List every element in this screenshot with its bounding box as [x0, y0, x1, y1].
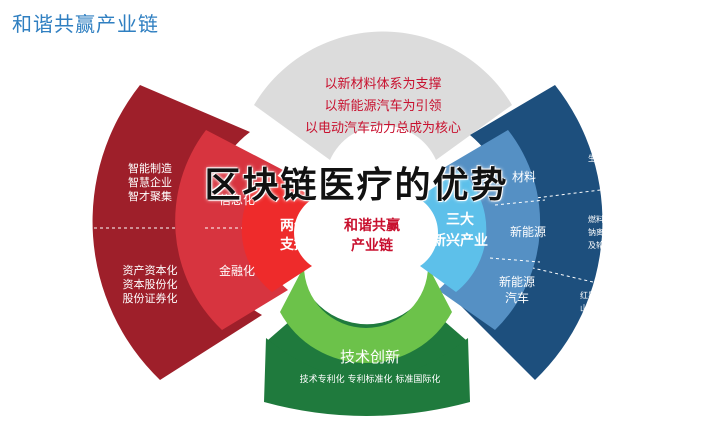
center-line-2: 产业链 — [351, 237, 394, 254]
bottom-core-sector — [280, 266, 452, 364]
overlay-title: 区块链医疗的优势 — [204, 165, 509, 206]
right-outer-divider-lower — [519, 264, 671, 301]
right-outer-top-6: 生物医药材料 — [588, 153, 636, 163]
right-outer-top-3: 新型功能材料 — [588, 114, 636, 124]
left-outer-upper-3: 智才聚集 — [128, 189, 172, 203]
top-line-2: 以新能源汽车为引领 — [324, 98, 441, 114]
right-outer-top-2: 电子信息材料 — [588, 101, 636, 111]
bottom-outer-sector-arc — [264, 338, 470, 416]
bottom-outer-subtitle: 技术专利化 专利标准化 标准国际化 — [300, 373, 441, 385]
top-outer-sector — [254, 31, 512, 161]
right-outer-bottom-1: 红星汽车 — [580, 290, 612, 300]
center-circle — [310, 176, 422, 288]
right-outer-top-5: 前沿新材料 — [592, 140, 632, 150]
left-inner-upper: 信息化 — [219, 192, 255, 207]
right-outer-top-1: 新能源材料 — [592, 88, 632, 98]
left-core-sector — [241, 170, 314, 292]
left-outer-lower-2: 资本股份化 — [123, 277, 178, 291]
right-outer-mid-1: 燃料电池、锂离子电池、 — [588, 214, 676, 224]
right-outer-top-4: 纳米材料 — [596, 127, 628, 137]
left-outer-lower-1: 资产资本化 — [123, 263, 178, 277]
left-outer-upper-2: 智慧企业 — [128, 175, 172, 189]
right-core-line-2: 新兴产业 — [432, 232, 488, 249]
left-inner-lower: 金融化 — [219, 263, 255, 278]
bottom-core-label: 一个灵魂 — [336, 293, 396, 311]
right-core-line-1: 三大 — [446, 211, 474, 228]
right-outer-mid-2: 钠离子电池、固体电池 — [588, 227, 668, 237]
right-outer-bottom-3: 康泰汽车 — [580, 316, 612, 326]
right-inner-bottom-2: 汽车 — [505, 290, 529, 305]
top-line-1: 以新材料体系为支撑 — [324, 76, 441, 92]
bottom-outer-title: 技术创新 — [340, 348, 400, 366]
left-outer-lower-3: 股份证券化 — [123, 291, 178, 305]
right-outer-mid-3: 及轮毂电机、电控系统 — [588, 240, 668, 250]
right-core-sector — [418, 170, 487, 292]
right-outer-bottom-2: 山东凌峰 — [580, 303, 612, 313]
center-line-1: 和谐共赢 — [344, 217, 400, 234]
page-title: 和谐共赢产业链 — [12, 12, 159, 36]
left-core-line-1: 两化 — [280, 217, 308, 234]
top-line-3: 以电动汽车动力总成为核心 — [305, 120, 461, 136]
right-inner-mid: 新能源 — [510, 224, 546, 239]
left-outer-upper-1: 智能制造 — [128, 161, 172, 175]
left-core-line-2: 支撑 — [279, 236, 308, 253]
right-inner-divider-lower — [489, 257, 541, 263]
right-inner-top: 材料 — [512, 170, 536, 184]
right-inner-divider-upper — [494, 199, 546, 206]
right-outer-divider-upper — [519, 179, 681, 201]
right-inner-bottom-1: 新能源 — [499, 274, 535, 289]
